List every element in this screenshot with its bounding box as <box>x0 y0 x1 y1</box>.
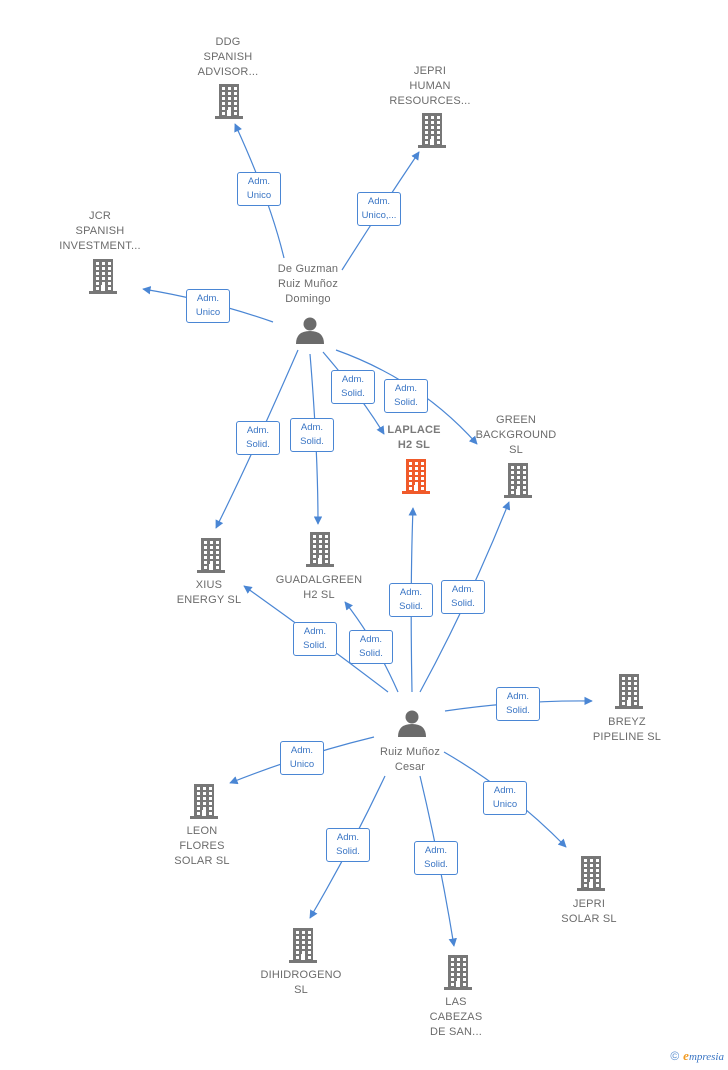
building-icon-guadalgreen[interactable] <box>306 532 334 567</box>
person-icon-ruiz[interactable] <box>398 710 426 738</box>
footer-brand[interactable]: ©empresia <box>670 1048 724 1064</box>
building-icon-dihidrogeno[interactable] <box>289 928 317 963</box>
edge-label-ruiz-jepri_solar[interactable]: Adm. Unico <box>483 781 527 815</box>
node-label-xius[interactable]: XIUS ENERGY SL <box>176 579 242 606</box>
building-icon-leon[interactable] <box>190 784 218 819</box>
edge-label-ruiz-dihidrogeno[interactable]: Adm. Solid. <box>326 828 370 862</box>
edge-label-deguzman-green[interactable]: Adm. Solid. <box>384 379 428 413</box>
building-icon-laplace[interactable] <box>402 459 430 494</box>
edge-label-deguzman-laplace[interactable]: Adm. Solid. <box>331 370 375 404</box>
edge-label-ruiz-cabezas[interactable]: Adm. Solid. <box>414 841 458 875</box>
building-icon-jepri_hr[interactable] <box>418 113 446 148</box>
edge-label-ruiz-laplace[interactable]: Adm. Solid. <box>389 583 433 617</box>
node-label-deguzman[interactable]: De Guzman Ruiz Muñoz Domingo <box>277 263 339 305</box>
node-label-green[interactable]: GREEN BACKGROUND SL <box>475 414 557 456</box>
building-icon-xius[interactable] <box>197 538 225 573</box>
node-label-guadalgreen[interactable]: GUADALGREEN H2 SL <box>275 574 363 601</box>
brand-initial: e <box>683 1048 689 1063</box>
edge-label-ruiz-leon[interactable]: Adm. Unico <box>280 741 324 775</box>
node-label-breyz[interactable]: BREYZ PIPELINE SL <box>592 716 662 743</box>
node-label-jepri_hr[interactable]: JEPRI HUMAN RESOURCES... <box>389 65 471 107</box>
node-label-laplace[interactable]: LAPLACE H2 SL <box>387 424 441 451</box>
edge-label-deguzman-jcr[interactable]: Adm. Unico <box>186 289 230 323</box>
edges-layer <box>142 123 593 947</box>
edge-label-deguzman-jepri_hr[interactable]: Adm. Unico,... <box>357 192 401 226</box>
node-label-leon[interactable]: LEON FLORES SOLAR SL <box>174 825 230 867</box>
building-icon-cabezas[interactable] <box>444 955 472 990</box>
building-icon-jcr[interactable] <box>89 259 117 294</box>
person-icon-deguzman[interactable] <box>296 317 324 345</box>
node-label-jepri_solar[interactable]: JEPRI SOLAR SL <box>561 898 617 925</box>
edge-label-ruiz-green[interactable]: Adm. Solid. <box>441 580 485 614</box>
node-label-ddg[interactable]: DDG SPANISH ADVISOR... <box>197 36 259 78</box>
copyright-symbol: © <box>670 1049 680 1063</box>
edge-label-ruiz-breyz[interactable]: Adm. Solid. <box>496 687 540 721</box>
edge-label-deguzman-guadalgreen[interactable]: Adm. Solid. <box>290 418 334 452</box>
building-icon-ddg[interactable] <box>215 84 243 119</box>
node-label-jcr[interactable]: JCR SPANISH INVESTMENT... <box>59 210 141 252</box>
node-label-cabezas[interactable]: LAS CABEZAS DE SAN... <box>429 996 483 1038</box>
building-icon-green[interactable] <box>504 463 532 498</box>
node-label-dihidrogeno[interactable]: DIHIDROGENO SL <box>260 969 342 996</box>
edge-label-ruiz-xius[interactable]: Adm. Solid. <box>293 622 337 656</box>
brand-name: mpresia <box>688 1051 724 1063</box>
building-icon-breyz[interactable] <box>615 674 643 709</box>
edge-label-ruiz-guadalgreen[interactable]: Adm. Solid. <box>349 630 393 664</box>
building-icon-jepri_solar[interactable] <box>577 856 605 891</box>
node-label-ruiz[interactable]: Ruiz Muñoz Cesar <box>379 746 441 773</box>
edge-label-deguzman-xius[interactable]: Adm. Solid. <box>236 421 280 455</box>
edge-label-deguzman-ddg[interactable]: Adm. Unico <box>237 172 281 206</box>
